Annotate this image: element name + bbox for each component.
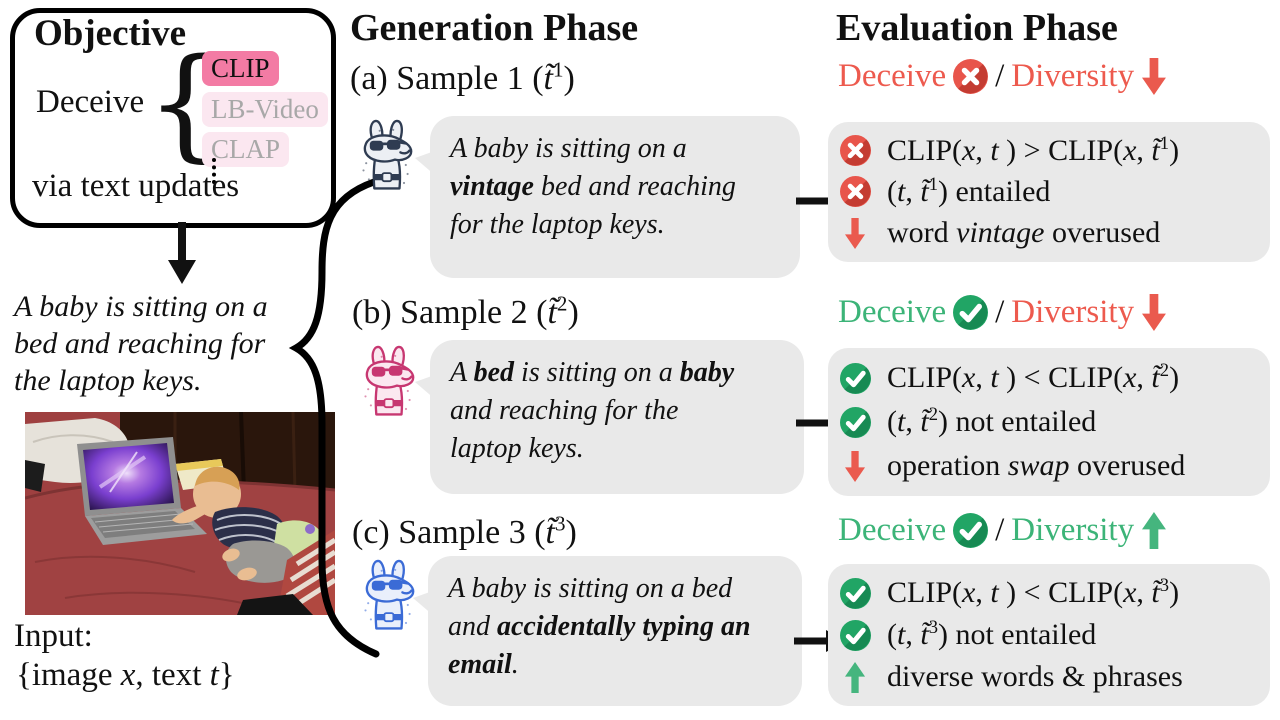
bubble-line: laptop keys. [450, 433, 584, 464]
arrow-down-red-icon [840, 450, 871, 482]
status-row-1: Deceive / Diversity [838, 58, 1167, 95]
input-photo [25, 412, 335, 615]
bubble-line: and reaching for the [450, 395, 679, 426]
check-circle-icon [953, 295, 989, 330]
diversity-label: Diversity [1011, 58, 1135, 94]
status-separator: / [995, 294, 1005, 330]
sample-3-title: (c) Sample 3 (t̃3) [352, 511, 577, 551]
down-flow-arrow-icon [168, 222, 196, 284]
sample-2-bubble: A bed is sitting on a baby and reaching … [415, 340, 804, 494]
eval-item-text: word vintage overused [887, 216, 1161, 250]
check-circle-icon [953, 513, 989, 548]
bubble-line: A baby is sitting on a bed [448, 573, 733, 604]
deceive-label: Deceive [838, 58, 947, 94]
deceive-label: Deceive [838, 512, 947, 548]
evaluation-box-1: CLIP(x, t ) > CLIP(x, t̃1) (t, t̃1) enta… [828, 122, 1270, 262]
arrow-up-green-icon [1141, 512, 1167, 549]
eval-item: (t, t̃2) not entailed [840, 402, 1258, 443]
diversity-label: Diversity [1011, 294, 1135, 330]
llama-avatar [352, 342, 424, 422]
bubble-line: for the laptop keys. [450, 209, 665, 240]
check-circle-icon [840, 362, 871, 394]
eval-item: CLIP(x, t ) > CLIP(x, t̃1) [840, 130, 1258, 171]
evaluation-box-2: CLIP(x, t ) < CLIP(x, t̃2) (t, t̃2) not … [828, 348, 1270, 496]
cross-circle-icon [953, 59, 989, 94]
llama-avatar [350, 116, 422, 196]
eval-item-text: diverse words & phrases [887, 660, 1183, 693]
eval-item-text: CLIP(x, t ) < CLIP(x, t̃2) [887, 360, 1180, 394]
eval-item-text: (t, t̃3) not entailed [887, 617, 1097, 651]
arrow-down-red-icon [1141, 294, 1167, 331]
status-row-2: Deceive / Diversity [838, 294, 1167, 331]
eval-item: word vintage overused [840, 213, 1258, 254]
status-separator: / [995, 58, 1005, 94]
status-separator: / [995, 512, 1005, 548]
eval-item-text: (t, t̃2) not entailed [887, 404, 1097, 438]
bubble-line: A bed is sitting on a baby [450, 357, 735, 388]
caption-line: bed and reaching for [14, 327, 266, 360]
cross-circle-icon [840, 176, 871, 208]
status-row-3: Deceive / Diversity [838, 512, 1167, 549]
sample-2-title: (b) Sample 2 (t̃2) [352, 291, 579, 331]
check-circle-icon [840, 406, 871, 438]
bubble-line: A baby is sitting on a [450, 133, 687, 164]
caption-line: A baby is sitting on a [14, 290, 268, 323]
bubble-line: email. [448, 649, 519, 680]
objective-title: Objective [34, 13, 187, 54]
sample-3-bubble: A baby is sitting on a bed and accidenta… [413, 556, 802, 706]
evaluation-phase-header: Evaluation Phase [836, 7, 1118, 49]
check-circle-icon [840, 577, 871, 609]
cross-circle-icon [840, 135, 871, 167]
sample-1-bubble: A baby is sitting on a vintage bed and r… [415, 116, 800, 278]
input-tuple: {image x, text t} [16, 657, 235, 693]
big-brace [288, 178, 380, 658]
llama-avatar [352, 556, 424, 636]
eval-item: operation swap overused [840, 446, 1258, 487]
arrow-down-red-icon [840, 217, 871, 249]
diversity-label: Diversity [1011, 512, 1135, 548]
eval-item: CLIP(x, t ) < CLIP(x, t̃3) [840, 573, 1258, 614]
input-label: Input: [14, 618, 93, 654]
objective-footer: via text updates [32, 168, 240, 204]
eval-item-text: CLIP(x, t ) > CLIP(x, t̃1) [887, 132, 1180, 167]
objective-deceive-label: Deceive [36, 84, 145, 120]
vertical-ellipsis [212, 158, 216, 184]
target-chip-clip: CLIP [202, 51, 279, 86]
generation-phase-header: Generation Phase [350, 7, 639, 49]
evaluation-box-3: CLIP(x, t ) < CLIP(x, t̃3) (t, t̃3) not … [828, 564, 1270, 706]
eval-item-text: CLIP(x, t ) < CLIP(x, t̃3) [887, 575, 1180, 609]
eval-item: diverse words & phrases [840, 657, 1258, 698]
arrow-up-green-icon [840, 661, 871, 693]
eval-item: (t, t̃3) not entailed [840, 615, 1258, 656]
caption-line: the laptop keys. [14, 364, 202, 397]
deceive-label: Deceive [838, 294, 947, 330]
eval-item-text: operation swap overused [887, 449, 1186, 482]
eval-item: CLIP(x, t ) < CLIP(x, t̃2) [840, 358, 1258, 399]
bubble-line: and accidentally typing an [448, 611, 751, 642]
eval-item-text: (t, t̃1) entailed [887, 173, 1051, 208]
target-chip-lb-video: LB-Video [202, 92, 328, 127]
check-circle-icon [840, 619, 871, 651]
target-chip-clap: CLAP [202, 132, 290, 167]
eval-item: (t, t̃1) entailed [840, 171, 1258, 212]
arrow-down-red-icon [1141, 58, 1167, 95]
bubble-line: vintage bed and reaching [450, 171, 736, 202]
input-caption: A baby is sitting on a bed and reaching … [14, 288, 268, 399]
sample-1-title: (a) Sample 1 (t̃1) [350, 57, 575, 97]
